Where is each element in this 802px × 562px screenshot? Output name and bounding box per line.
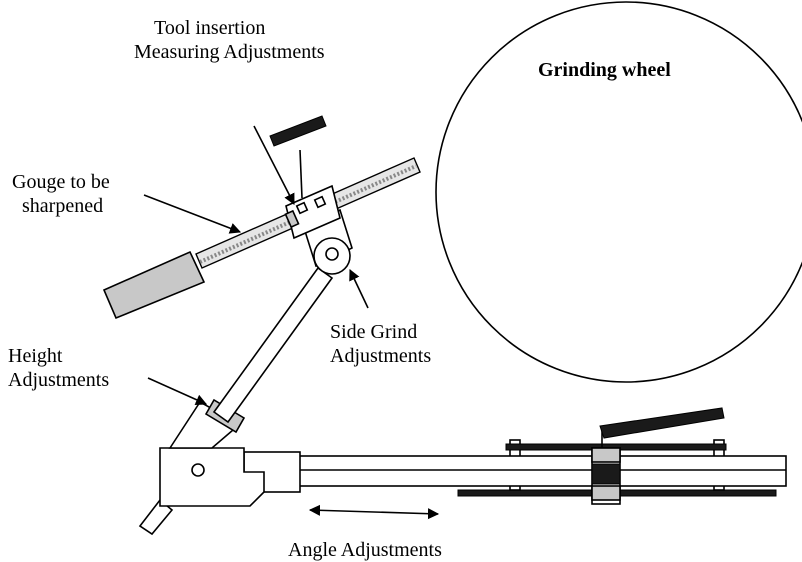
tool-insertion-label-line2: Measuring Adjustments <box>134 41 325 63</box>
lock-clamp <box>591 463 621 485</box>
height-label-line1: Height <box>8 345 63 367</box>
support-arm <box>212 266 334 424</box>
gouge-assembly <box>102 115 421 320</box>
pivot-pin <box>191 463 205 477</box>
angle-range-arrow <box>308 504 440 520</box>
lock-lever <box>599 407 725 439</box>
tool-insertion-screw <box>269 115 327 147</box>
base-slide <box>243 407 787 505</box>
gouge-label-line2: sharpened <box>22 195 103 217</box>
slide-bar <box>297 455 787 487</box>
height-label-line2: Adjustments <box>8 369 109 391</box>
grinding-wheel-label: Grinding wheel <box>538 59 671 81</box>
lock-pad-top <box>591 447 621 463</box>
grinding-wheel <box>435 1 802 383</box>
pivot-housing <box>159 447 265 507</box>
side-grind-label-line1: Side Grind <box>330 321 417 343</box>
side-grind-knob <box>313 237 351 275</box>
gouge-handle <box>102 250 206 320</box>
gouge-label-line1: Gouge to be <box>12 171 110 193</box>
tool-insertion-label-line1: Tool insertion <box>154 17 265 39</box>
side-grind-label-line2: Adjustments <box>330 345 431 367</box>
lock-pad-bottom <box>591 485 621 501</box>
side-grind-pin <box>325 247 339 261</box>
angle-label: Angle Adjustments <box>288 539 442 561</box>
